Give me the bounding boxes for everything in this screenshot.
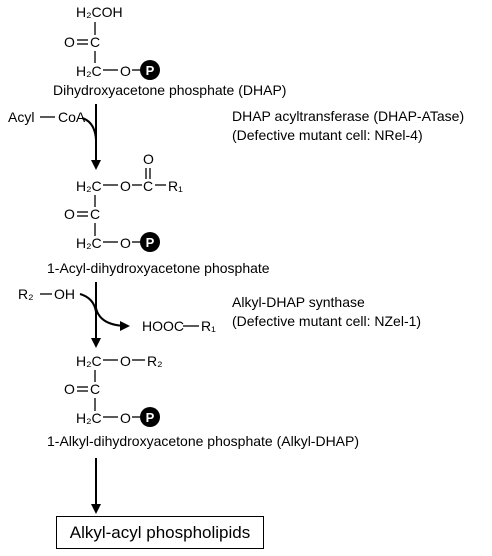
acyl-dhap-c3-label: H₂C	[76, 235, 102, 251]
dhap-phosphate-icon	[140, 60, 160, 80]
step2-mutant: (Defective mutant cell: NZel-1)	[232, 313, 421, 329]
dhap-name: Dihydroxyacetone phosphate (DHAP)	[53, 82, 286, 98]
alcohol-curved-arrow	[79, 293, 97, 313]
step2-enzyme: Alkyl-DHAP synthase	[232, 294, 365, 310]
step1-reaction: Acyl CoA DHAP acyltransferase (DHAP-ATas…	[8, 104, 464, 170]
dhap-ester-o: O	[120, 63, 131, 79]
alcohol-oh: OH	[54, 286, 75, 302]
dhap-c3-label: H₂C	[76, 63, 102, 79]
alkyl-dhap-keto-o: O	[64, 381, 75, 397]
acyl-dhap-r1: R₁	[168, 178, 183, 194]
dhap-c1-label: H₂COH	[76, 4, 123, 20]
final-product-box: Alkyl-acyl phospholipids	[56, 516, 264, 549]
alkyl-dhap-phosphate-icon	[140, 407, 160, 427]
step1-enzyme: DHAP acyltransferase (DHAP-ATase)	[232, 108, 464, 124]
acyl-dhap-keto-o: O	[64, 206, 75, 222]
acyl-dhap-phos-o: O	[120, 235, 131, 251]
acyl-dhap-name: 1-Acyl-dihydroxyacetone phosphate	[47, 260, 270, 276]
acyl-dhap-c1-label: H₂C	[76, 178, 102, 194]
acyl-coa-acyl: Acyl	[8, 109, 34, 125]
acyl-dhap-phosphate-icon	[140, 232, 160, 252]
byproduct-curved-arrow	[95, 307, 130, 331]
acyl-dhap-c2-label: C	[90, 206, 100, 222]
acyl-dhap-ester-o: O	[120, 178, 131, 194]
byproduct-r1: R₁	[201, 318, 216, 334]
alkyl-dhap-structure: H₂C O R₂ O C H₂C O P 1-Alkyl-dihydroxyac…	[47, 353, 359, 449]
alkyl-dhap-r2: R₂	[147, 353, 163, 369]
alcohol-r2: R₂	[18, 286, 34, 302]
step1-mutant: (Defective mutant cell: NRel-4)	[232, 127, 423, 143]
alkyl-dhap-phosphate-label: P	[146, 410, 155, 425]
dhap-structure: H₂COH O C H₂C O P Dihydroxyacetone phosp…	[53, 4, 286, 98]
dhap-keto-o: O	[64, 34, 75, 50]
alkyl-dhap-phos-o: O	[120, 410, 131, 426]
alkyl-dhap-ether-o: O	[120, 353, 131, 369]
alkyl-dhap-c3-label: H₂C	[76, 410, 102, 426]
alkyl-dhap-c2-label: C	[90, 381, 100, 397]
alkyl-dhap-c1-label: H₂C	[76, 353, 102, 369]
acyl-dhap-acyl-c: C	[143, 178, 153, 194]
dhap-c2-label: C	[90, 34, 100, 50]
acyl-dhap-phosphate-label: P	[146, 235, 155, 250]
acyl-coa-coa: CoA	[58, 109, 86, 125]
dhap-phosphate-label: P	[146, 63, 155, 78]
acyl-dhap-carbonyl-o: O	[143, 151, 154, 167]
byproduct-hooc: HOOC	[142, 318, 184, 334]
alkyl-dhap-name: 1-Alkyl-dihydroxyacetone phosphate (Alky…	[47, 433, 359, 449]
step2-reaction: R₂ OH HOOC R₁ Alkyl-DHAP synthase (Defec…	[18, 282, 421, 348]
acyl-dhap-structure: O H₂C O C R₁ O C H₂C O P 1-Acyl-dihydrox…	[47, 151, 270, 276]
